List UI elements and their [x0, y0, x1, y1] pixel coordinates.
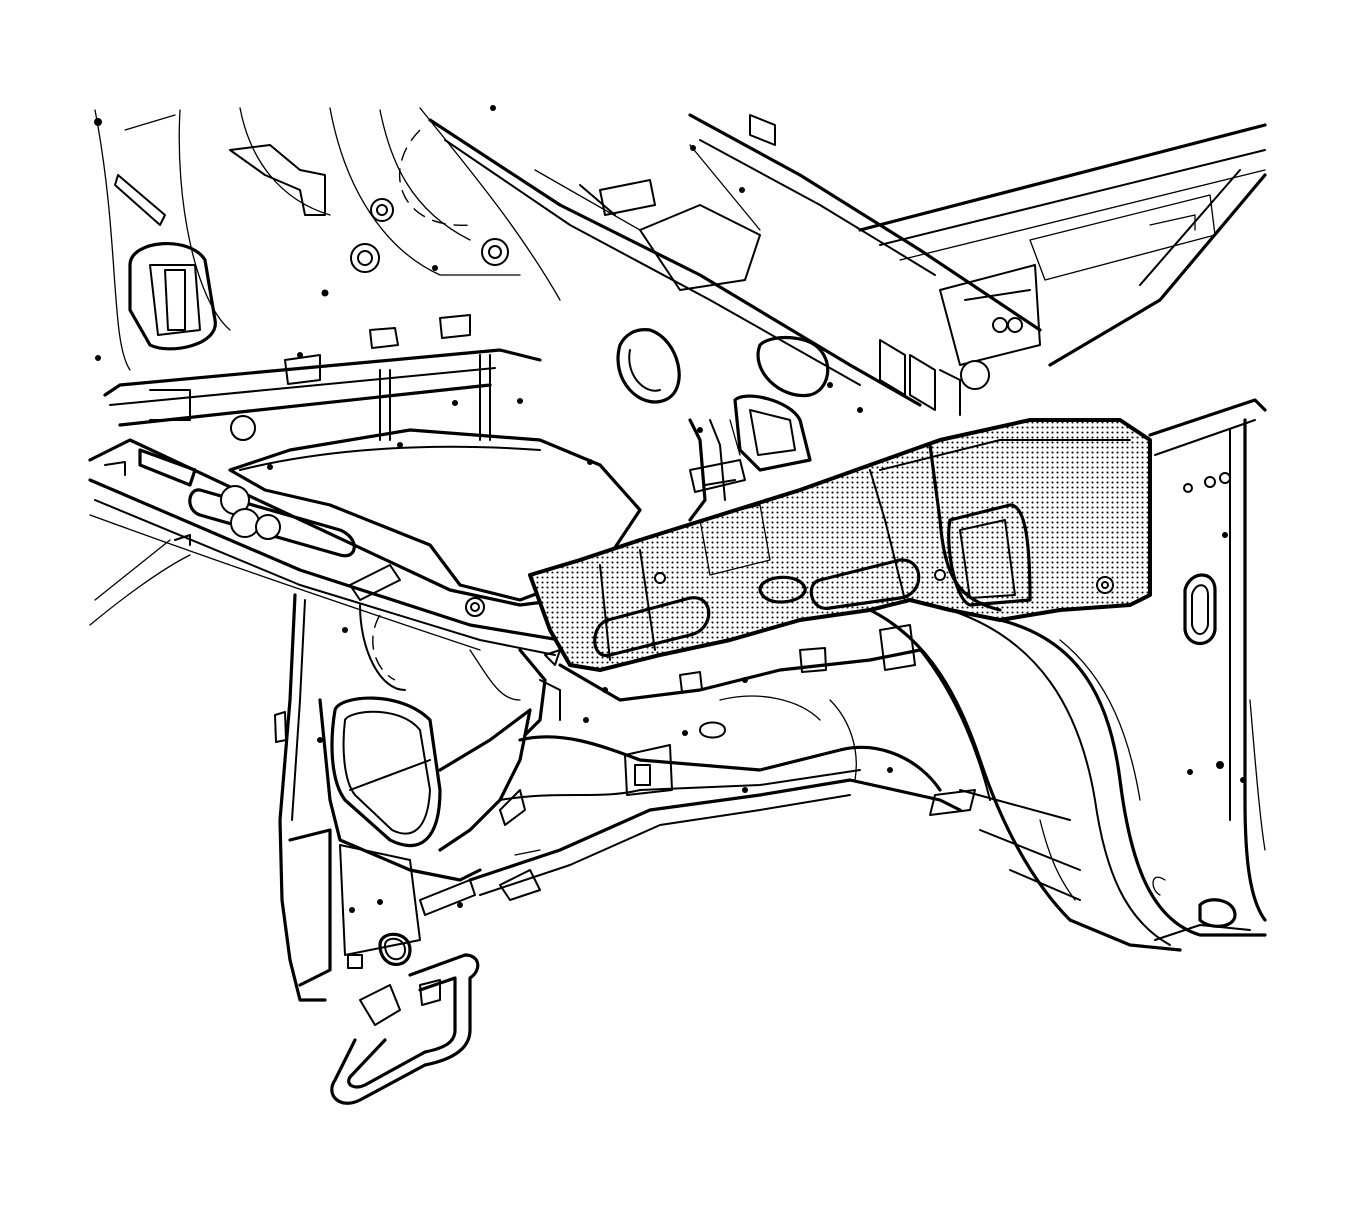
- upper-left-cowl-area: [94, 105, 561, 371]
- highlighted-rail-panel: [528, 418, 1152, 672]
- center-brace: [688, 394, 812, 522]
- lower-rail-apron: [468, 624, 976, 901]
- cowl-plenum-top: [428, 113, 1267, 416]
- right-wheelhouse-area: [868, 398, 1267, 952]
- lower-left-front-end: [274, 593, 561, 1105]
